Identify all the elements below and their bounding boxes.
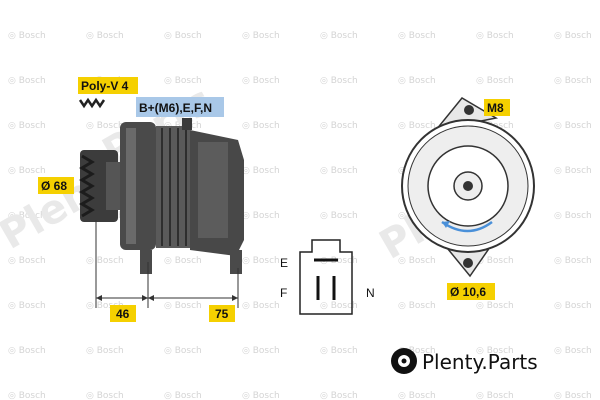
bosch-watermark-text: ◎ Bosch <box>398 391 436 400</box>
bosch-watermark-text: ◎ Bosch <box>320 346 358 356</box>
bosch-watermark-text: ◎ Bosch <box>476 391 514 400</box>
bosch-watermark-text: ◎ Bosch <box>398 31 436 41</box>
connector-pin-n: N <box>366 286 375 300</box>
dimension-46: 46 <box>110 305 136 322</box>
bosch-watermark-text: ◎ Bosch <box>86 391 124 400</box>
front-housing <box>120 122 156 250</box>
terminal-text: B+(M6),E,F,N <box>139 101 212 115</box>
bosch-watermark-text: ◎ Bosch <box>86 31 124 41</box>
connector-pin-f: F <box>280 286 287 300</box>
bosch-watermark-text: ◎ Bosch <box>320 31 358 41</box>
bosch-watermark-text: ◎ Bosch <box>8 301 46 311</box>
bosch-watermark-text: ◎ Bosch <box>242 346 280 356</box>
bosch-watermark-text: ◎ Bosch <box>242 31 280 41</box>
plenty-parts-logo: Plenty.Parts <box>391 348 538 374</box>
bosch-watermark-text: ◎ Bosch <box>8 391 46 400</box>
housing-highlight <box>126 128 136 244</box>
bosch-watermark-text: ◎ Bosch <box>320 121 358 131</box>
bosch-watermark-text: ◎ Bosch <box>164 346 202 356</box>
bosch-watermark-text: ◎ Bosch <box>8 256 46 266</box>
bosch-watermark-text: ◎ Bosch <box>554 256 592 266</box>
bosch-watermark-text: ◎ Bosch <box>398 76 436 86</box>
bosch-watermark-text: ◎ Bosch <box>398 346 436 356</box>
connector-pin-e: E <box>280 256 288 270</box>
bosch-watermark-text: ◎ Bosch <box>164 301 202 311</box>
bosch-watermark-text: ◎ Bosch <box>86 301 124 311</box>
poly-v-groove-icon <box>78 97 106 109</box>
bosch-watermark-text: ◎ Bosch <box>554 211 592 221</box>
bosch-watermark-text: ◎ Bosch <box>320 166 358 176</box>
bosch-watermark-text: ◎ Bosch <box>8 211 46 221</box>
bosch-watermark-text: ◎ Bosch <box>398 256 436 266</box>
mount-hole-text: Ø 10,6 <box>450 285 486 299</box>
bosch-watermark-text: ◎ Bosch <box>320 301 358 311</box>
bosch-watermark-text: ◎ Bosch <box>164 76 202 86</box>
bosch-watermark-text: ◎ Bosch <box>554 166 592 176</box>
bosch-watermark-text: ◎ Bosch <box>242 256 280 266</box>
bosch-watermark-text: ◎ Bosch <box>242 121 280 131</box>
bosch-watermark-text: ◎ Bosch <box>476 301 514 311</box>
bosch-watermark-text: ◎ Bosch <box>320 256 358 266</box>
bosch-watermark-text: ◎ Bosch <box>320 211 358 221</box>
pulley-diameter-label: Ø 68 <box>38 177 74 194</box>
bosch-watermark-text: ◎ Bosch <box>476 346 514 356</box>
bosch-watermark-text: ◎ Bosch <box>476 31 514 41</box>
bosch-watermark-text: ◎ Bosch <box>554 121 592 131</box>
bosch-watermark-text: ◎ Bosch <box>8 76 46 86</box>
rear-cover <box>198 142 228 238</box>
bosch-watermark-text: ◎ Bosch <box>320 391 358 400</box>
poly-v-text: Poly-V 4 <box>81 79 129 93</box>
bosch-watermark-text: ◎ Bosch <box>554 346 592 356</box>
bosch-watermark-text: ◎ Bosch <box>8 31 46 41</box>
alternator-side-view <box>79 118 244 274</box>
pulley <box>79 150 120 222</box>
bosch-watermark-text: ◎ Bosch <box>242 166 280 176</box>
bosch-watermark-text: ◎ Bosch <box>476 256 514 266</box>
bosch-watermark-text: ◎ Bosch <box>476 76 514 86</box>
bosch-watermark-text: ◎ Bosch <box>242 391 280 400</box>
logo-text: Plenty.Parts <box>422 350 538 374</box>
terminal-label: B+(M6),E,F,N <box>136 97 224 117</box>
bosch-watermark-text: ◎ Bosch <box>554 391 592 400</box>
poly-v-label: Poly-V 4 <box>78 77 138 94</box>
bosch-watermark-text: ◎ Bosch <box>320 76 358 86</box>
bosch-watermark-text: ◎ Bosch <box>398 121 436 131</box>
terminal-stud <box>182 118 192 130</box>
mounting-foot-rear <box>230 250 242 274</box>
mount-thread-label: M8 <box>484 99 510 116</box>
bosch-watermark-text: ◎ Bosch <box>86 256 124 266</box>
pulley-diameter-text: Ø 68 <box>41 179 67 193</box>
bosch-watermark-text: ◎ Bosch <box>554 31 592 41</box>
bosch-watermark-text: ◎ Bosch <box>86 346 124 356</box>
stator-lamination-lines <box>161 128 187 246</box>
mount-thread-text: M8 <box>487 101 504 115</box>
bosch-watermark-text: ◎ Bosch <box>164 256 202 266</box>
bosch-watermark-text: ◎ Bosch <box>86 121 124 131</box>
bosch-watermark-text: ◎ Bosch <box>554 301 592 311</box>
bosch-watermark-text: ◎ Bosch <box>8 346 46 356</box>
bosch-watermark-text: ◎ Bosch <box>8 121 46 131</box>
bosch-watermark-text: ◎ Bosch <box>242 211 280 221</box>
alternator-front-view <box>401 97 535 278</box>
dimension-75-text: 75 <box>215 307 229 321</box>
bosch-watermark-text: ◎ Bosch <box>164 391 202 400</box>
bosch-watermark-text: ◎ Bosch <box>242 76 280 86</box>
bosch-watermark-text: ◎ Bosch <box>8 166 46 176</box>
connector-plug: E F N <box>280 239 375 315</box>
dimension-lines <box>95 220 239 308</box>
bosch-watermark-text: ◎ Bosch <box>554 76 592 86</box>
bosch-watermark-text: ◎ Bosch <box>398 301 436 311</box>
mounting-foot-front <box>140 250 152 274</box>
bosch-watermark-text: ◎ Bosch <box>164 31 202 41</box>
dimension-arrows <box>96 295 238 301</box>
bosch-watermark-text: ◎ Bosch <box>242 301 280 311</box>
mount-hole-label: Ø 10,6 <box>447 283 495 300</box>
dimension-75: 75 <box>209 305 235 322</box>
dimension-46-text: 46 <box>116 307 130 321</box>
